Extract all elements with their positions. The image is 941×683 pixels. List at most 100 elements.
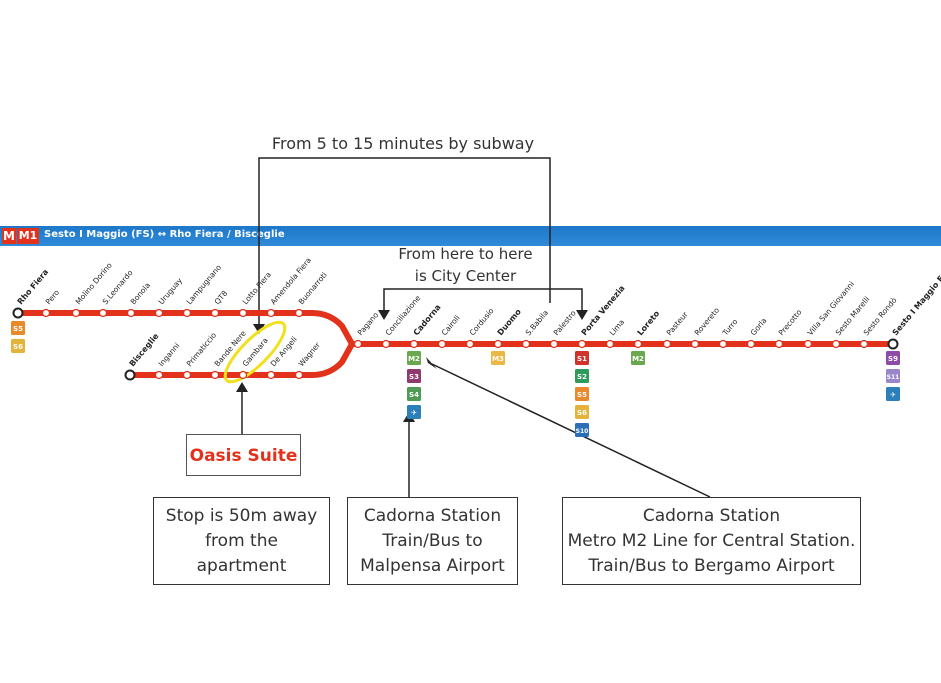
interchange-badge-cadorna-3 [407,405,421,419]
interchange-badge-label: M3 [492,355,504,363]
callout-line: Train/Bus to [382,531,483,551]
callout-line: Train/Bus to Bergamo Airport [588,556,835,576]
interchange-badge-porta_venezia-4 [575,423,589,437]
interchange-badge-label: S6 [13,343,23,351]
station-label-wagner: Wagner [297,340,323,369]
station-marker-cordusio [465,339,475,349]
interchange-badge-porta_venezia-0 [575,351,589,365]
station-label-cadorna: Cadorna [412,303,443,338]
metro-logo-icon: M [2,228,16,244]
interchange-badge-sesto-2 [886,387,900,401]
station-marker-bande-nere [210,370,220,380]
line-header-bar: M M1 Sesto I Maggio (FS) ↔ Rho Fiera / B… [0,226,941,246]
interchange-badge-label: S9 [888,355,898,363]
station-label-pasteur: Pasteur [665,309,691,337]
interchange-badge-label: S10 [576,428,589,435]
station-marker-duomo [493,339,503,349]
callout-line: Cadorna Station [642,506,781,526]
station-label-gorla: Gorla [749,316,769,337]
city-center-right-arrowhead [576,310,588,320]
oasis-arrowhead [236,382,248,392]
station-label-sesto-i-maggio-fs: Sesto I Maggio FS [891,269,941,337]
oasis-suite-box: Oasis Suite [186,434,301,476]
callout-line: apartment [196,556,287,576]
lower-branch-track [127,341,355,378]
station-marker-molino-dorino [71,308,81,318]
station-label-villa-san-giovanni: Villa San Giovanni [806,280,856,338]
station-marker-gorla [746,339,756,349]
cadorna-bergamo-callout: Cadorna Station Metro M2 Line for Centra… [562,497,861,585]
station-marker-loreto [633,339,643,349]
callout-line: Malpensa Airport [360,556,505,576]
station-marker-buonarroti [294,308,304,318]
interchange-badge-label: S2 [577,373,587,381]
station-label-lima: Lima [608,318,627,338]
interchange-badge-label: S6 [577,409,587,417]
station-label-pagano: Pagano [356,310,381,337]
stop-distance-callout: Stop is 50m away from the apartment [153,497,330,585]
subway-time-arrowhead [253,324,265,334]
callout-line: Cadorna Station [363,506,502,526]
station-marker-amendola-fiera [266,308,276,318]
callout-line: from the [205,531,278,551]
interchange-badge-sesto-0 [886,351,900,365]
gambara-highlight [223,320,287,384]
station-marker-turro [718,339,728,349]
interchange-badge-label: S1 [577,355,587,363]
line-number-badge: M1 [17,228,39,244]
station-label-bonola: Bonola [129,281,152,307]
station-marker-rho-fiera [12,307,24,319]
station-marker-lima [605,339,615,349]
station-marker-de-angeli [266,370,276,380]
city-center-label-line1: From here to here [398,245,533,263]
station-label-duomo: Duomo [496,307,524,337]
station-marker-porta-venezia [577,339,587,349]
station-marker-cadorna [409,339,419,349]
station-marker-cairoli [437,339,447,349]
station-marker-villa-san-giovanni [803,339,813,349]
subway-time-bracket [258,157,551,327]
station-marker-uruguay [154,308,164,318]
station-marker-primaticcio [182,370,192,380]
station-marker-inganni [154,370,164,380]
interchange-badge-label: S4 [409,391,419,399]
station-marker-lotto-fiera [238,308,248,318]
interchange-badge-rho_fiera-0 [11,321,25,335]
station-label-inganni: Inganni [157,341,182,368]
station-marker-lampugnano [182,308,192,318]
station-marker-pero [41,308,51,318]
upper-branch-track [15,310,355,347]
interchange-badge-label: ✈ [890,391,896,399]
station-marker-pasteur [662,339,672,349]
callout-line: Stop is 50m away [165,506,318,526]
station-marker-s-leonardo [98,308,108,318]
station-marker-wagner [294,370,304,380]
city-center-label-line2: is City Center [414,267,517,285]
station-marker-palestro [549,339,559,349]
station-marker-qt8 [210,308,220,318]
interchange-badge-label: M2 [408,355,420,363]
station-marker-bisceglie [124,369,136,381]
interchange-badge-porta_venezia-2 [575,387,589,401]
station-marker-bonola [126,308,136,318]
station-label-pero: Pero [44,288,62,307]
interchange-badge-porta_venezia-1 [575,369,589,383]
interchange-badge-label: S3 [409,373,419,381]
station-label-qt8: QT8 [213,289,230,307]
station-marker-precotto [774,339,784,349]
interchange-badge-duomo-0 [491,351,505,365]
subway-time-label: From 5 to 15 minutes by subway [271,134,535,153]
station-marker-conciliazione [381,339,391,349]
station-label-gambara: Gambara [241,336,270,368]
interchange-badge-cadorna-0 [407,351,421,365]
station-label-loreto: Loreto [636,309,662,338]
callout-line: Metro M2 Line for Central Station. [567,531,856,551]
cadorna-malpensa-callout: Cadorna Station Train/Bus to Malpensa Ai… [347,497,518,585]
interchange-badge-label: S5 [13,325,23,333]
cadorna-bergamo-arrowhead [426,357,437,369]
cadorna-bergamo-pointer-line [431,363,711,498]
station-label-uruguay: Uruguay [157,276,185,307]
station-label-rovereto: Rovereto [693,305,722,337]
line-route-label: Sesto I Maggio (FS) ↔ Rho Fiera / Bisceg… [44,229,285,240]
